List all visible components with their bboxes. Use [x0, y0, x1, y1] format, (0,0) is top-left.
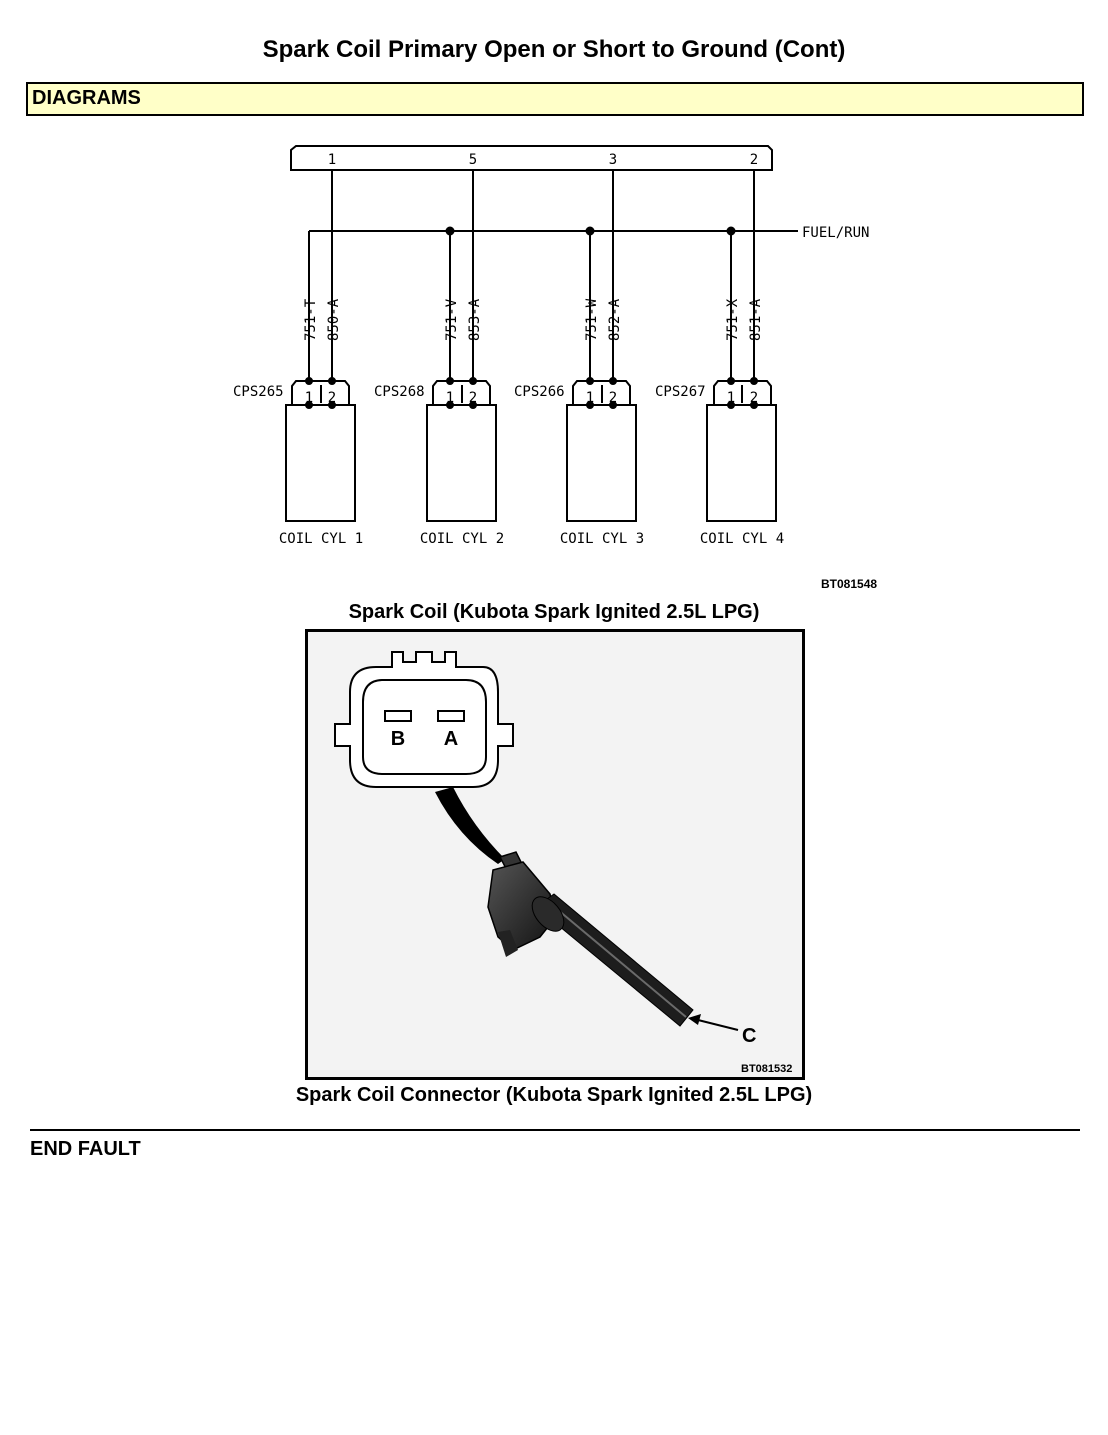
pin-label: 1: [727, 390, 735, 406]
connector-face-outline: [334, 651, 514, 788]
section-divider: [30, 1129, 1080, 1131]
pin-label: 1: [446, 390, 454, 406]
page-title: Spark Coil Primary Open or Short to Grou…: [262, 36, 846, 63]
callout-pointer: [435, 787, 505, 864]
pin-b-label: B: [391, 728, 405, 750]
bus-connector-outline: [290, 145, 773, 171]
wire-label: 850-A: [326, 298, 342, 341]
callout-c-arrow: [697, 1019, 739, 1031]
coil-end-c-label: C: [742, 1025, 756, 1047]
pin-label: 2: [609, 390, 617, 406]
pin-label: 1: [586, 390, 594, 406]
coil-circuit-4: 751-X 851-A CPS267 1 2 COIL CYL 4: [655, 170, 784, 547]
coil-label: COIL CYL 4: [700, 531, 784, 547]
pin-label: 2: [750, 390, 758, 406]
coil-circuit-3: 751-W 852-A CPS266 1 2 COIL CYL 3: [514, 170, 644, 547]
wire-label: 852-A: [607, 298, 623, 341]
spark-coil-wiring-schematic: FUEL/RUN 1 5 3 2 751-T 850-A CPS265 1 2 …: [233, 145, 869, 547]
connector-label: CPS265: [233, 384, 284, 400]
bus-pin-label: 5: [469, 152, 477, 168]
wire-label: 851-A: [748, 298, 764, 341]
wire-label: 751-X: [725, 298, 741, 341]
connector-label: CPS267: [655, 384, 706, 400]
spark-coil-illustration: B A C BT081532: [334, 651, 792, 1075]
connector-label: CPS268: [374, 384, 425, 400]
section-header-bar: DIAGRAMS: [26, 82, 1084, 116]
bus-pin-label: 2: [750, 152, 758, 168]
photo-caption: Spark Coil Connector (Kubota Spark Ignit…: [295, 1084, 813, 1106]
wire-label: 853-A: [467, 298, 483, 341]
pin-a-label: A: [444, 728, 458, 750]
spark-coil-photo-panel: B A C BT081532: [305, 629, 805, 1080]
pin-label: 2: [469, 390, 477, 406]
coil-circuit-1: 751-T 850-A CPS265 1 2 COIL CYL 1: [233, 170, 363, 547]
schematic-caption: Spark Coil (Kubota Spark Ignited 2.5L LP…: [348, 601, 760, 623]
coil-circuit-2: 751-V 853-A CPS268 1 2 COIL CYL 2: [374, 170, 504, 547]
bus-pin-label: 1: [328, 152, 336, 168]
pin-label: 2: [328, 390, 336, 406]
spark-coil-body: [487, 851, 694, 1027]
end-fault-label: END FAULT: [30, 1138, 141, 1160]
fuel-run-label: FUEL/RUN: [802, 225, 869, 241]
connector-label: CPS266: [514, 384, 565, 400]
pin-label: 1: [305, 390, 313, 406]
coil-label: COIL CYL 3: [560, 531, 644, 547]
section-header-label: DIAGRAMS: [32, 87, 141, 109]
coil-label: COIL CYL 2: [420, 531, 504, 547]
wire-label: 751-T: [303, 298, 319, 341]
photo-figure-code: BT081532: [741, 1063, 792, 1075]
bus-pin-label: 3: [609, 152, 617, 168]
wire-label: 751-V: [444, 298, 460, 341]
coil-label: COIL CYL 1: [279, 531, 363, 547]
wire-label: 751-W: [584, 298, 600, 341]
schematic-figure-code: BT081548: [821, 577, 878, 591]
